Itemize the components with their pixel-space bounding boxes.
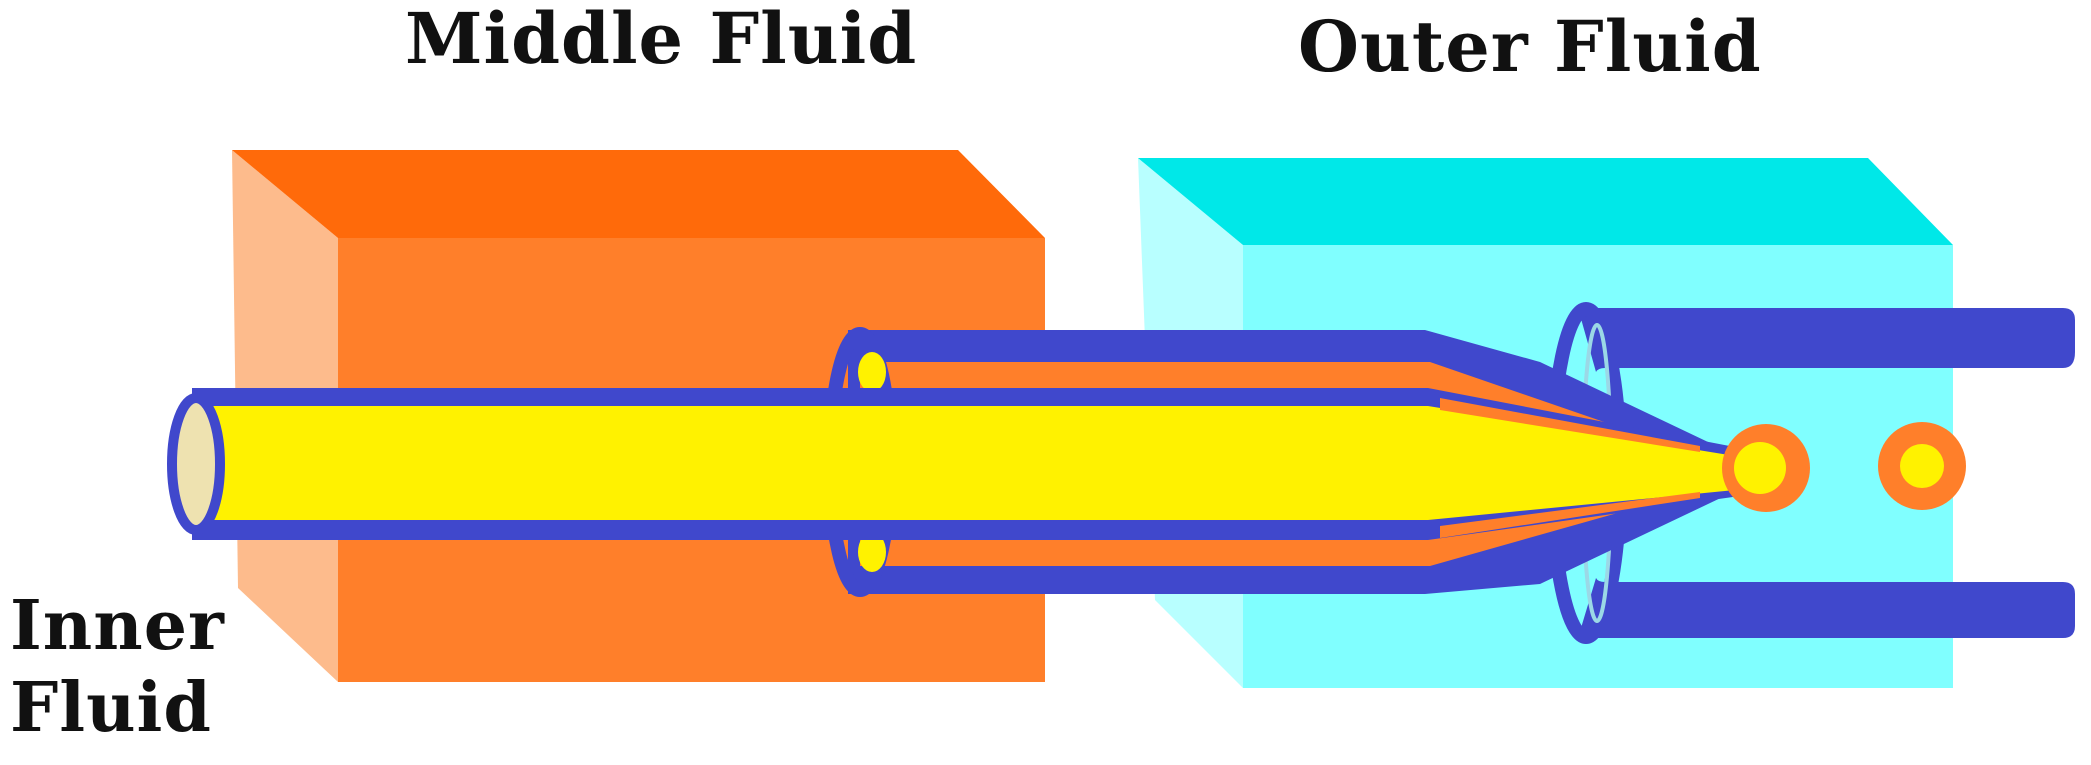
droplet-1 [1722, 424, 1810, 512]
droplets [1722, 422, 1966, 512]
outer-fluid-label: Outer Fluid [1298, 5, 1762, 88]
inner-capillary [167, 388, 1740, 540]
inner-capillary-end [167, 393, 225, 535]
inner-fluid-label-line2: Fluid [10, 668, 212, 748]
inner-fluid-label-line1: Inner [10, 586, 225, 666]
outer-fluid-block-top [1138, 158, 1953, 245]
inner-fluid-label: Inner Fluid [10, 585, 225, 749]
middle-fluid-block-top [232, 150, 1045, 238]
collection-capillary-top-wall [1578, 308, 2075, 372]
middle-fluid-sheath-bottom [1440, 492, 1700, 538]
inner-fluid-stream [208, 406, 1735, 520]
middle-fluid-entry-top [858, 352, 886, 392]
middle-fluid-entry-bottom [858, 532, 886, 572]
droplet-2-core [1900, 444, 1944, 488]
droplet-2 [1878, 422, 1966, 510]
droplet-1-core [1734, 442, 1786, 494]
middle-fluid-sheath-top [1440, 398, 1700, 452]
collection-capillary-bottom-wall [1578, 578, 2075, 638]
middle-fluid-label: Middle Fluid [405, 0, 918, 80]
